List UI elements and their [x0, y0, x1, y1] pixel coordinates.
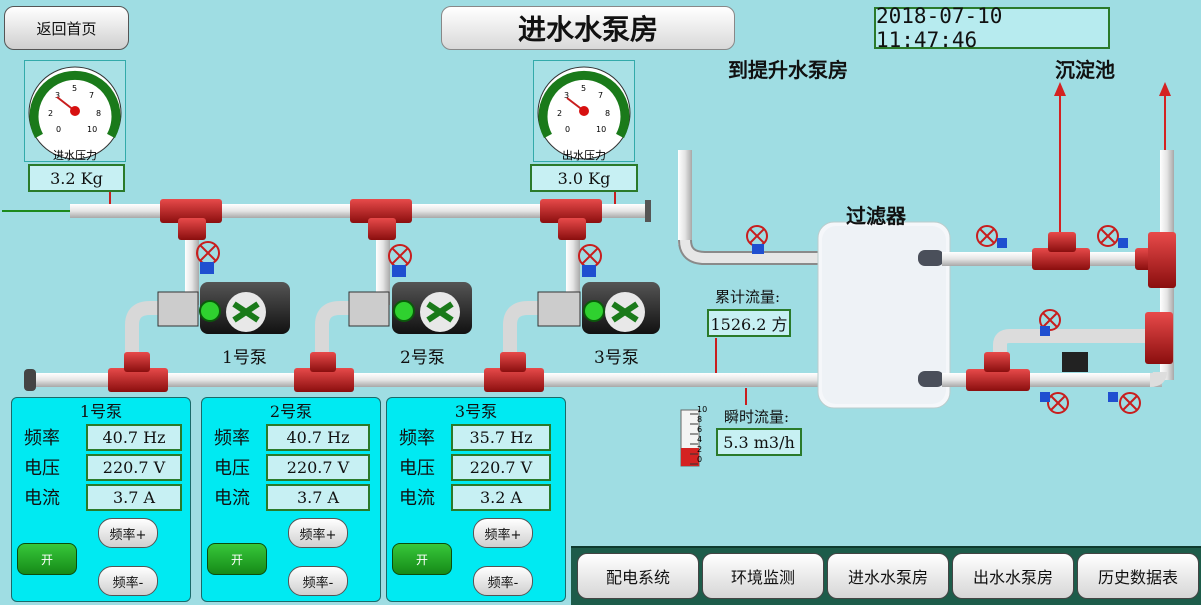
freq-label: 频率 — [214, 428, 250, 449]
freq-down-button[interactable]: 频率- — [473, 566, 533, 596]
freq-down-button[interactable]: 频率- — [288, 566, 348, 596]
svg-text:3: 3 — [55, 91, 60, 100]
freq-label: 频率 — [24, 428, 60, 449]
nav-env-monitor[interactable]: 环境监测 — [702, 553, 824, 599]
voltage-label: 电压 — [24, 458, 60, 479]
level-tick: 8 — [697, 415, 703, 424]
pump-unit-1 — [157, 282, 290, 334]
level-tick: 4 — [697, 435, 703, 444]
svg-text:7: 7 — [598, 91, 603, 100]
filter-label: 过滤器 — [846, 204, 906, 228]
level-tick: 0 — [697, 455, 703, 464]
gauge-dial-icon: 0 2 3 5 7 8 10 — [537, 66, 631, 160]
current-value: 3.7 A — [266, 484, 370, 511]
back-home-button[interactable]: 返回首页 — [4, 6, 129, 50]
current-value: 3.7 A — [86, 484, 182, 511]
pipe-diagram — [2, 82, 1176, 545]
to-lift-station-label: 到提升水泵房 — [728, 58, 848, 82]
datetime-display: 2018-07-10 11:47:46 — [874, 4, 1110, 52]
pump-on-button[interactable]: 开 — [207, 543, 267, 575]
valve-icon — [976, 225, 1141, 414]
svg-text:2: 2 — [48, 109, 53, 118]
current-label: 电流 — [214, 488, 250, 509]
svg-text:8: 8 — [605, 109, 610, 118]
current-label: 电流 — [399, 488, 435, 509]
gauge-dial-icon: 0 2 3 5 7 8 10 — [28, 66, 122, 160]
outlet-pressure-gauge: 0 2 3 5 7 8 10 出水压力 — [533, 60, 635, 162]
pump-unit-2 — [348, 282, 472, 334]
gauge-label: 进水压力 — [53, 149, 97, 162]
level-gauge-ticks: 10 8 6 4 2 0 — [697, 405, 711, 465]
current-value: 3.2 A — [451, 484, 551, 511]
svg-text:7: 7 — [89, 91, 94, 100]
pump-unit-3 — [537, 282, 660, 334]
instant-flow-label: 瞬时流量: — [724, 408, 790, 426]
panel-title: 2号泵 — [269, 402, 313, 421]
svg-text:0: 0 — [565, 125, 570, 134]
level-tick: 6 — [697, 425, 703, 434]
freq-up-button[interactable]: 频率+ — [98, 518, 158, 548]
pump-label-2: 2号泵 — [400, 348, 445, 368]
freq-label: 频率 — [399, 428, 435, 449]
nav-power-system[interactable]: 配电系统 — [577, 553, 699, 599]
svg-text:5: 5 — [581, 84, 586, 93]
inlet-pressure-gauge: 0 2 3 5 7 8 10 进水压力 — [24, 60, 126, 162]
pump-panel-1: 1号泵 频率 40.7 Hz 电压 220.7 V 电流 3.7 A 开 频率+… — [11, 397, 191, 602]
valve-icon — [196, 241, 602, 268]
svg-text:8: 8 — [96, 109, 101, 118]
freq-down-button[interactable]: 频率- — [98, 566, 158, 596]
level-tick: 2 — [697, 445, 703, 454]
instant-flow-value: 5.3 m3/h — [716, 428, 802, 456]
gauge-label: 出水压力 — [562, 149, 606, 162]
pump-label-1: 1号泵 — [222, 348, 267, 368]
pump-on-button[interactable]: 开 — [392, 543, 452, 575]
pump-panel-2: 2号泵 频率 40.7 Hz 电压 220.7 V 电流 3.7 A 开 频率+… — [201, 397, 381, 602]
svg-text:3: 3 — [564, 91, 569, 100]
outlet-pressure-value: 3.0 Kg — [530, 164, 638, 192]
panel-title: 3号泵 — [454, 402, 498, 421]
freq-value: 40.7 Hz — [86, 424, 182, 451]
current-label: 电流 — [24, 488, 60, 509]
level-tick: 10 — [697, 405, 708, 414]
svg-text:10: 10 — [596, 125, 606, 134]
cumulative-flow-label: 累计流量: — [715, 288, 781, 306]
nav-history-table[interactable]: 历史数据表 — [1077, 553, 1199, 599]
valve-icon — [746, 225, 768, 247]
pump-panel-3: 3号泵 频率 35.7 Hz 电压 220.7 V 电流 3.2 A 开 频率+… — [386, 397, 566, 602]
voltage-label: 电压 — [214, 458, 250, 479]
freq-value: 40.7 Hz — [266, 424, 370, 451]
voltage-value: 220.7 V — [86, 454, 182, 481]
voltage-label: 电压 — [399, 458, 435, 479]
sediment-tank-label: 沉淀池 — [1055, 58, 1115, 82]
inlet-pressure-value: 3.2 Kg — [28, 164, 125, 192]
pump-on-button[interactable]: 开 — [17, 543, 77, 575]
pump-label-3: 3号泵 — [594, 348, 639, 368]
page-title: 进水水泵房 — [441, 6, 735, 50]
svg-text:10: 10 — [87, 125, 97, 134]
svg-text:5: 5 — [72, 84, 77, 93]
freq-up-button[interactable]: 频率+ — [473, 518, 533, 548]
voltage-value: 220.7 V — [266, 454, 370, 481]
nav-outlet-pump-room[interactable]: 出水水泵房 — [952, 553, 1074, 599]
svg-text:2: 2 — [557, 109, 562, 118]
nav-inlet-pump-room[interactable]: 进水水泵房 — [827, 553, 949, 599]
panel-title: 1号泵 — [79, 402, 123, 421]
cumulative-flow-value: 1526.2 方 — [707, 309, 791, 337]
voltage-value: 220.7 V — [451, 454, 551, 481]
freq-value: 35.7 Hz — [451, 424, 551, 451]
svg-text:0: 0 — [56, 125, 61, 134]
freq-up-button[interactable]: 频率+ — [288, 518, 348, 548]
